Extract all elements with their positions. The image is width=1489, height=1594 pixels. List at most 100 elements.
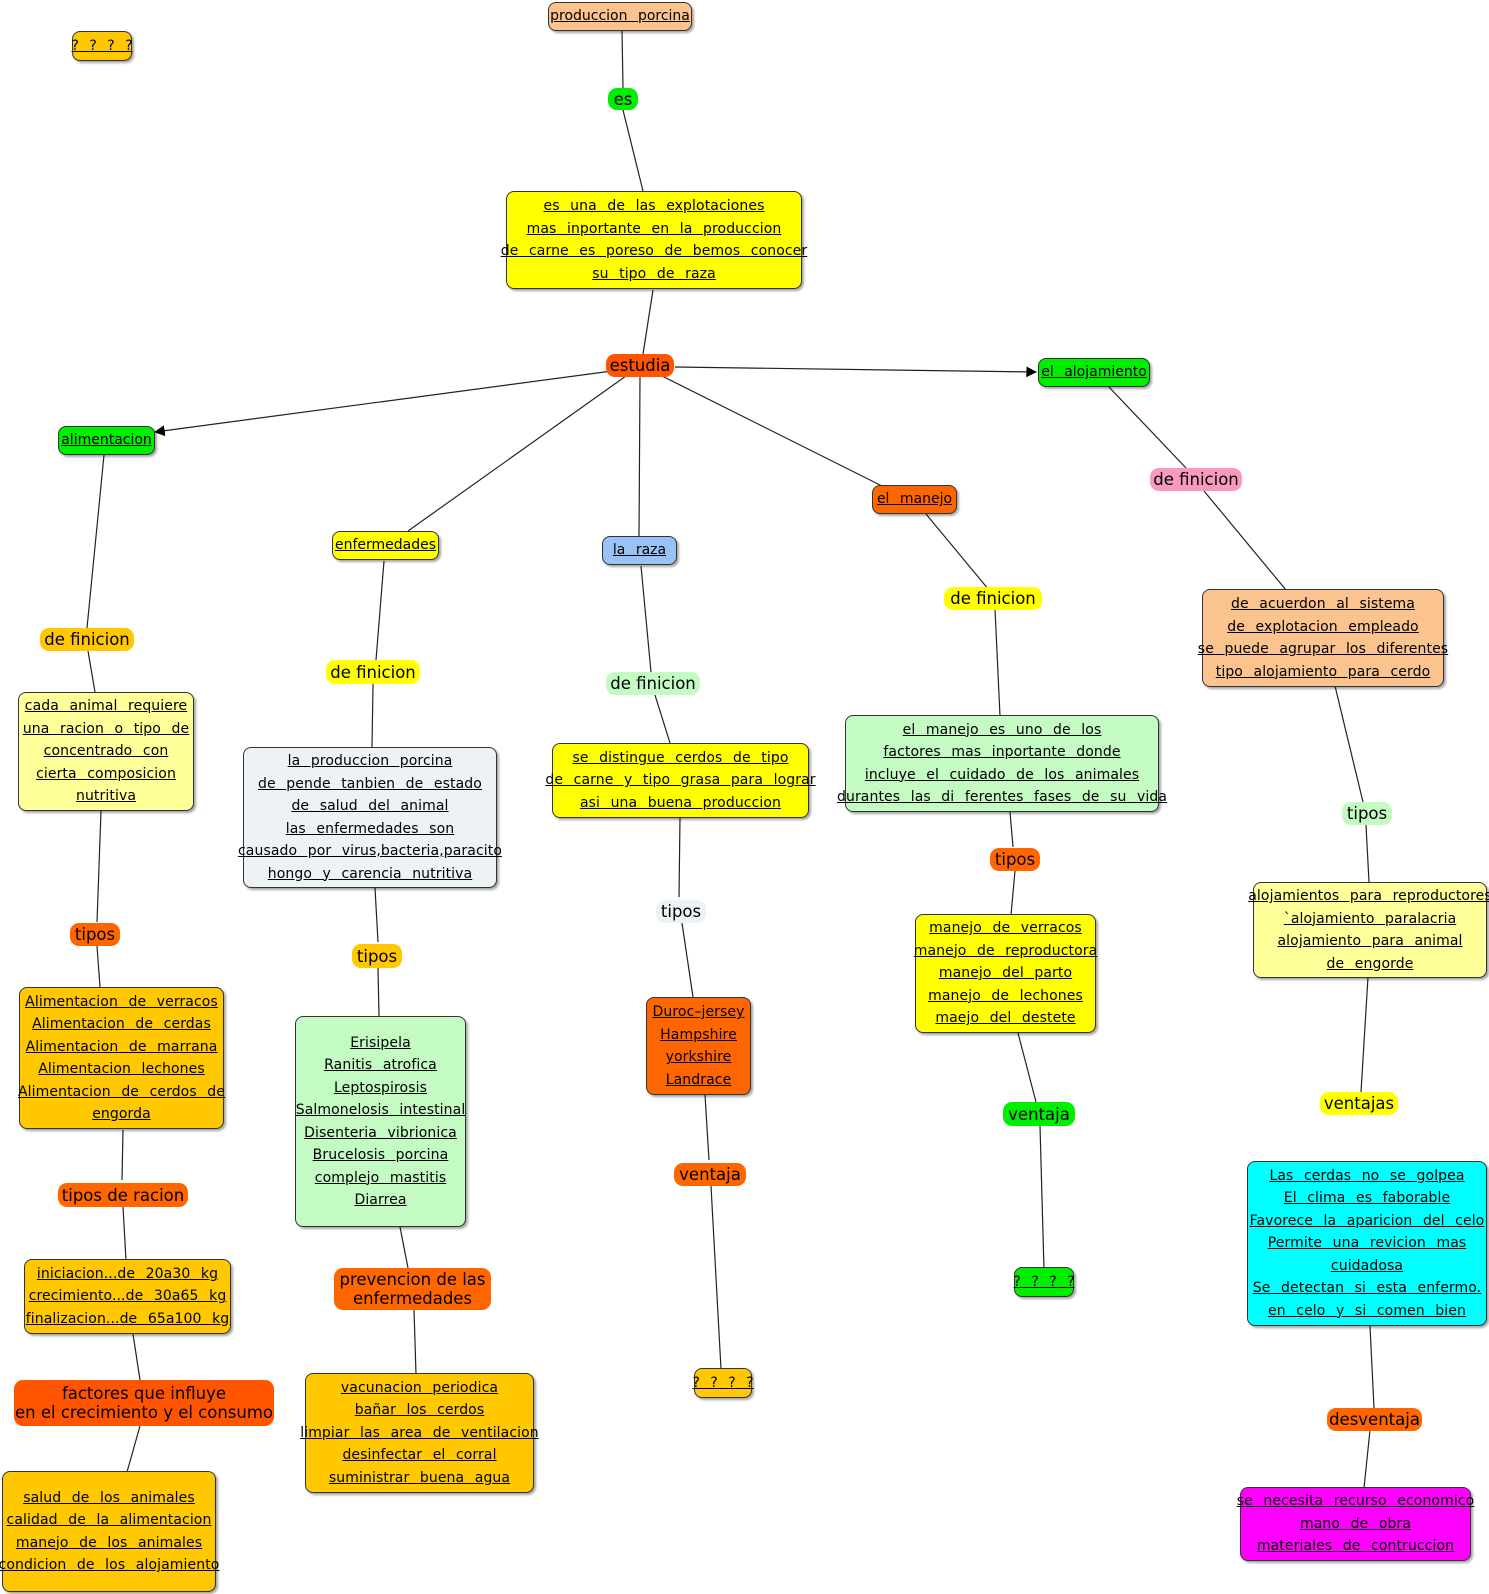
raza-ventaja-unknown-node: ? ? ? ? <box>692 1368 754 1398</box>
node-text-line: yorkshire <box>665 1049 732 1065</box>
node-text-line: durantes las di ferentes fases de su vid… <box>836 789 1168 805</box>
node-text-line: materiales de contruccion <box>1256 1538 1455 1555</box>
node-text-line: complejo mastitis <box>314 1169 447 1186</box>
el-manejo-node: el manejo <box>872 485 957 514</box>
node-text-line: de carne es poreso de bemos conocer <box>500 243 808 259</box>
node-text-line: cuidadosa <box>1330 1257 1404 1274</box>
node-text-line: `alojamiento paralacria <box>1283 910 1457 927</box>
label-text-line: ventaja <box>1008 1104 1070 1124</box>
alojamiento-node: el alojamiento <box>1038 358 1150 387</box>
link-label-tipos-alojamiento: tipos <box>1342 802 1392 825</box>
node-text-line: nutritiva <box>75 788 137 805</box>
node-text-line: cierta composicion <box>36 765 176 782</box>
node-text-line: hongo y carencia nutritiva <box>267 865 473 882</box>
manejo-ventaja-unknown-node: ? ? ? ? <box>1013 1267 1075 1297</box>
label-text-line: prevencion de las <box>339 1270 486 1289</box>
node-text-line: finalizacion...de 65a100 kg <box>25 1310 230 1327</box>
node-text-line: incluye el cuidado de los animales <box>864 766 1140 783</box>
label-text-line: de finicion <box>1153 470 1239 489</box>
node-text-line: se necesita recurso economico <box>1236 1493 1475 1510</box>
node-text-line: salud de los animales <box>23 1489 195 1506</box>
unknown-concept-top-left: ? ? ? ? <box>71 31 133 61</box>
label-text-line: tipos de racion <box>61 1185 185 1205</box>
link-label-definicion-manejo: de finicion <box>944 587 1042 610</box>
node-text-line: Alimentacion de verracos <box>25 993 218 1010</box>
node-text-line: la raza <box>612 542 667 559</box>
label-text-line: ventajas <box>1323 1094 1395 1113</box>
label-text-line: de finicion <box>330 662 416 682</box>
node-text-line: el manejo es uno de los <box>902 721 1102 738</box>
node-text-line: maejo del destete <box>935 1010 1076 1027</box>
node-text-line: iniciacion...de 20a30 kg <box>36 1265 219 1282</box>
node-text-line: Erisipela <box>350 1034 411 1051</box>
node-text-line: se distingue cerdos de tipo <box>572 749 789 766</box>
label-text-line: factores que influye <box>61 1384 227 1403</box>
node-text-line: Permite una revicion mas <box>1267 1235 1467 1252</box>
node-text-line: manejo del parto <box>938 965 1073 982</box>
label-text-line: ventaja <box>679 1165 741 1184</box>
node-text-line: Favorece la aparicion del celo <box>1249 1212 1485 1229</box>
label-text-line: de finicion <box>950 589 1036 608</box>
node-text-line: El clima es faborable <box>1283 1190 1451 1207</box>
node-text-line: su tipo de raza <box>592 265 716 282</box>
node-text-line: alojamientos para reproductores <box>1248 888 1489 904</box>
node-text-line: Se detectan si esta enfermo. <box>1252 1280 1482 1297</box>
label-text-line: de finicion <box>610 674 696 693</box>
node-text-line: el alojamiento <box>1041 364 1147 381</box>
enfermedades-node: enfermedades <box>332 531 439 560</box>
label-text-line: tipos <box>660 902 702 921</box>
label-text-line: tipos <box>1346 804 1388 823</box>
node-text-line: cada animal requiere <box>24 698 188 715</box>
link-label-es: es <box>608 88 638 110</box>
prevencion-node: vacunacion periodica bañar los cerdos limp… <box>300 1373 539 1493</box>
link-label-desventaja: desventaja <box>1327 1408 1422 1431</box>
link-label-tipos-enfermedades: tipos <box>352 944 402 968</box>
node-text-line: Alimentacion lechones <box>38 1061 205 1077</box>
node-text-line: limpiar las area de ventilacion <box>300 1424 539 1441</box>
node-text-line: factores mas inportante donde <box>883 744 1121 760</box>
node-text-line: Diarrea <box>354 1192 407 1208</box>
link-label-ventaja-raza: ventaja <box>674 1163 746 1186</box>
node-text-line: ? ? ? ? <box>1013 1273 1075 1290</box>
node-text-line: engorda <box>92 1106 151 1122</box>
node-text-line: Alimentacion de cerdas <box>32 1016 211 1032</box>
label-text-line: en el crecimiento y el consumo <box>14 1403 274 1422</box>
label-text-line: tipos <box>994 850 1036 869</box>
node-text-line: causado por virus,bacteria,paracito <box>238 843 503 859</box>
node-text-line: de pende tanbien de estado <box>258 775 482 792</box>
node-text-line: Brucelosis porcina <box>312 1147 449 1163</box>
label-text-line: estudia <box>609 356 671 375</box>
produccion-porcina-node: produccion porcina <box>548 2 692 31</box>
node-text-line: condicion de los alojamiento <box>0 1557 220 1573</box>
node-text-line: manejo de reproductora <box>913 942 1098 959</box>
node-text-line: produccion porcina <box>550 8 690 25</box>
node-text-line: manejo de verracos <box>929 920 1082 937</box>
node-text-line: tipo alojamiento para cerdo <box>1215 663 1431 680</box>
alojamiento-tipos-node: alojamientos para reproductores `alojamie… <box>1248 882 1489 978</box>
node-text-line: concentrado con <box>43 743 169 760</box>
node-text-line: las enfermedades son <box>285 820 455 837</box>
node-text-line: de salud del animal <box>291 798 449 814</box>
link-label-definicion-raza: de finicion <box>606 672 700 695</box>
node-text-line: vacunacion periodica <box>340 1379 499 1396</box>
node-text-line: Duroc–jersey <box>652 1004 745 1020</box>
manejo-definition-node: el manejo es uno de los factores mas inp… <box>837 715 1167 812</box>
node-text-line: ? ? ? ? <box>692 1374 754 1391</box>
node-text-line: Las cerdas no se golpea <box>1269 1167 1465 1184</box>
node-text-line: de explotacion empleado <box>1227 618 1419 635</box>
node-text-line: bañar los cerdos <box>354 1402 485 1419</box>
label-text-line: enfermedades <box>352 1289 473 1308</box>
node-text-line: Ranitis atrofica <box>324 1057 437 1073</box>
node-text-line: manejo de los animales <box>15 1534 203 1551</box>
link-label-tipos-alimentacion: tipos <box>70 923 120 946</box>
node-text-line: Alimentacion de marrana <box>25 1038 218 1055</box>
